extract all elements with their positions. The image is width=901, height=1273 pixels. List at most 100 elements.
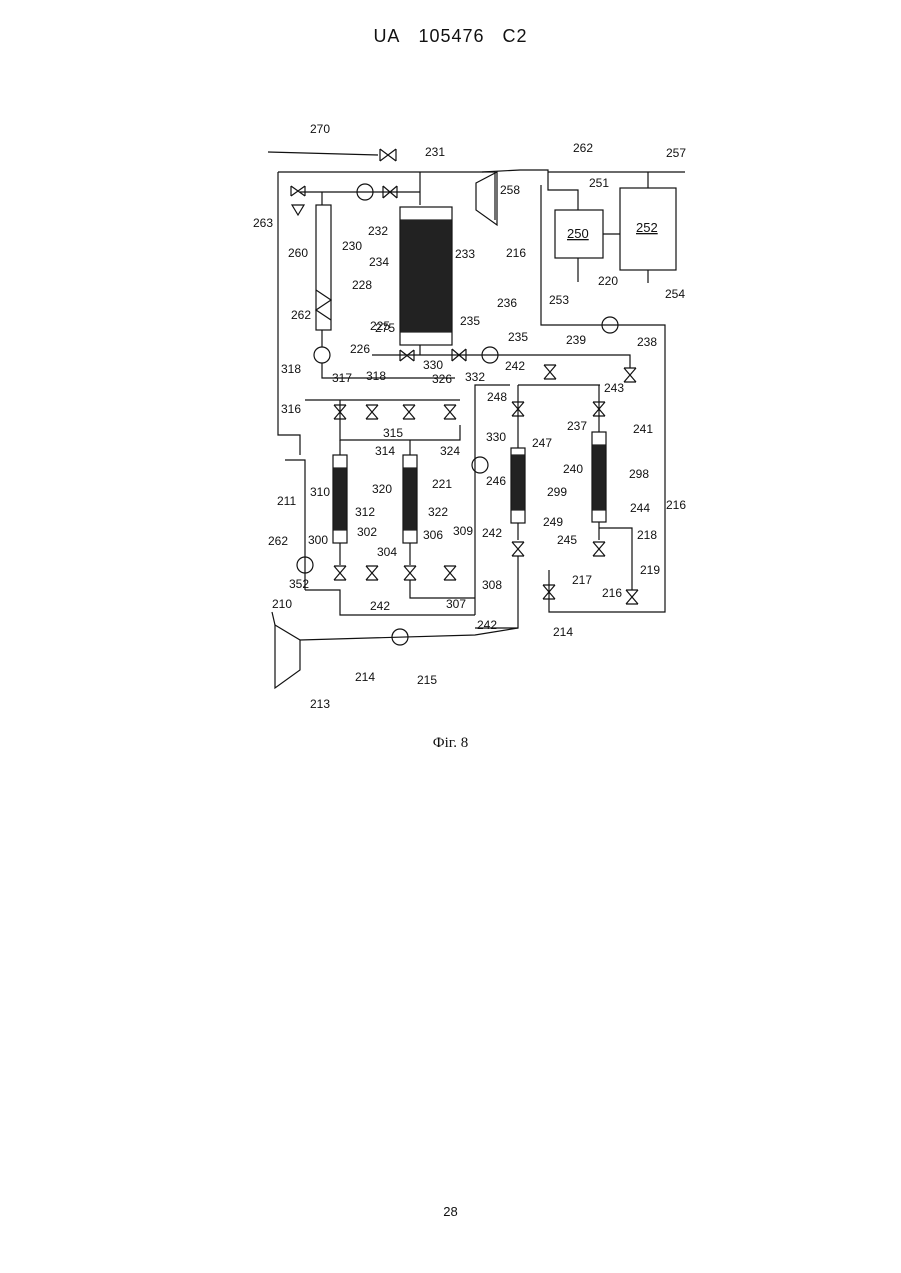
ref-label: 253 [549,293,569,307]
ref-label: 231 [425,145,445,159]
ref-label: 262 [268,534,288,548]
ref-label: 216 [506,246,526,260]
ref-label: 239 [566,333,586,347]
compressor-258 [476,172,497,225]
valve-302 [366,566,378,580]
ref-label: 324 [440,444,460,458]
box-label-250: 250 [567,226,589,241]
ref-label: 210 [272,597,292,611]
ref-label: 216 [666,498,686,512]
ref-label: 270 [310,122,330,136]
ref-label: 244 [630,501,650,515]
ref-label: 318 [281,362,301,376]
ref-label: 214 [355,670,375,684]
ref-label: 314 [375,444,395,458]
ref-label: 249 [543,515,563,529]
ref-label: 214 [553,625,573,639]
valve-249 [512,542,524,556]
heat-exchanger-226 [314,347,330,363]
ref-label: 247 [532,436,552,450]
packing-228 [316,290,331,320]
ref-label: 230 [342,239,362,253]
ref-label: 309 [453,524,473,538]
ref-label: 243 [604,381,624,395]
pipe-270 [268,152,378,155]
ref-label: 317 [332,371,352,385]
ref-label: 254 [665,287,685,301]
ref-label: 242 [482,526,502,540]
ref-label: 320 [372,482,392,496]
ref-label: 312 [355,505,375,519]
ref-label: 262 [573,141,593,155]
adsorber-320-bed [404,468,416,530]
compressor-213 [275,625,300,688]
pipe-210 [272,612,275,625]
pipe-to-250 [548,176,578,210]
ref-label: 240 [563,462,583,476]
ref-label: 238 [637,335,657,349]
ref-label: 298 [629,467,649,481]
ref-label: 300 [308,533,328,547]
ref-label: 241 [633,422,653,436]
ref-label: 318 [366,369,386,383]
ref-label: 213 [310,697,330,711]
ref-label: 330 [423,358,443,372]
ref-label: 226 [350,342,370,356]
ref-label: 220 [598,274,618,288]
ref-label: 221 [432,477,452,491]
ref-label: 236 [497,296,517,310]
pipe-218 [599,528,632,590]
ref-label: 235 [460,314,480,328]
ref-label: 257 [666,146,686,160]
ref-label: 304 [377,545,397,559]
ref-label: 299 [547,485,567,499]
ref-label: 275 [375,321,395,335]
ref-label: 235 [508,330,528,344]
pipe-211 [285,460,305,590]
ref-label: 242 [477,618,497,632]
valve-270 [380,149,396,161]
ref-label: 232 [368,224,388,238]
ref-label: 237 [567,419,587,433]
pipe-307 [410,580,475,598]
ref-label: 262 [291,308,311,322]
reference-numerals: 270 231 262 257 263 232 258 251 260 230 … [253,122,686,711]
valve-238 [624,368,636,382]
ref-label: 234 [369,255,389,269]
valve-306 [404,566,416,580]
box-label-252: 252 [636,220,658,235]
ref-label: 322 [428,505,448,519]
ref-label: 233 [455,247,475,261]
catalyst-bed-234 [401,220,451,332]
ref-label: 242 [505,359,525,373]
separator-260 [292,205,304,215]
ref-label: 248 [487,390,507,404]
ref-label: 217 [572,573,592,587]
valve-219 [626,590,638,604]
ref-label: 306 [423,528,443,542]
ref-label: 308 [482,578,502,592]
ref-label: 218 [637,528,657,542]
ref-label: 211 [277,494,296,508]
ref-label: 326 [432,372,452,386]
figure-caption: Фіг. 8 [0,735,901,752]
valve-308 [444,566,456,580]
valve-326 [444,405,456,419]
ref-label: 332 [465,370,485,384]
ref-label: 352 [289,577,309,591]
page-number: 28 [0,1204,901,1219]
ref-label: 245 [557,533,577,547]
ref-label: 215 [417,673,437,687]
adsorber-310-bed [334,468,346,530]
valve-317 [366,405,378,419]
ref-label: 315 [383,426,403,440]
ref-label: 228 [352,278,372,292]
ref-label: 307 [446,597,466,611]
ref-label: 216 [602,586,622,600]
valve-239 [544,365,556,379]
ref-label: 219 [640,563,660,577]
ref-label: 242 [370,599,390,613]
ref-label: 302 [357,525,377,539]
ref-label: 260 [288,246,308,260]
